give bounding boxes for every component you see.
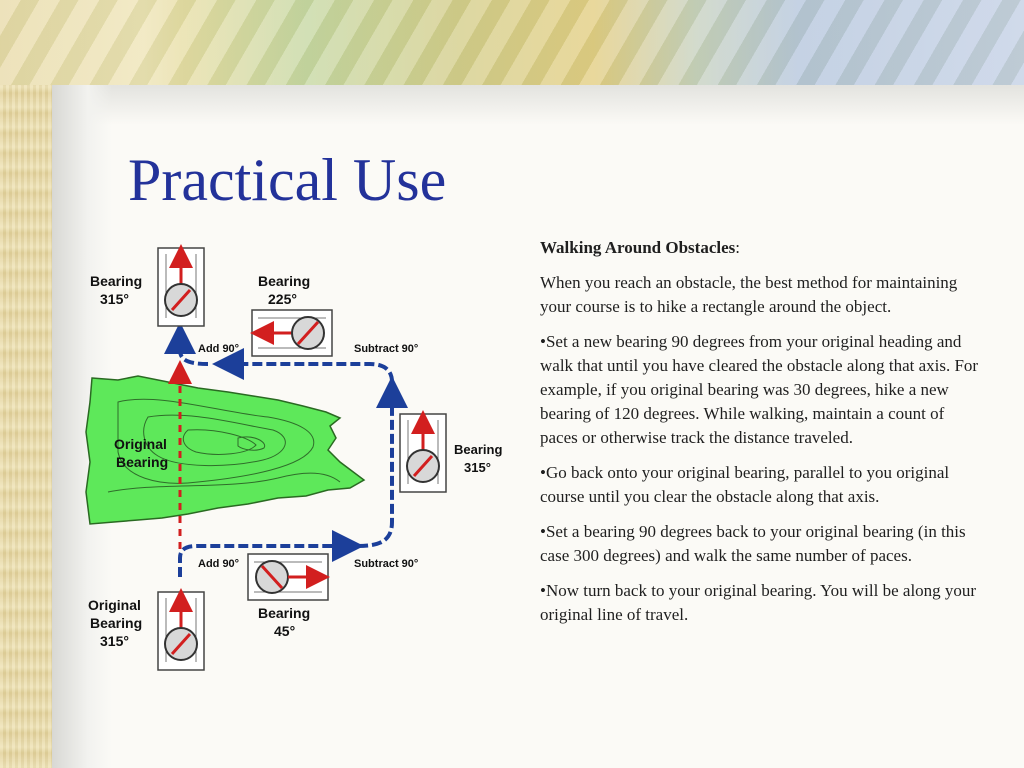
bullet-item: •Set a new bearing 90 degrees from your …	[540, 332, 979, 447]
instructions-text: Walking Around Obstacles: When you reach…	[540, 236, 985, 638]
obstacle-navigation-diagram: Bearing 315° Bearing 225° Bearing 315° B…	[85, 244, 506, 671]
label-subtract-top: Subtract 90°	[354, 343, 418, 355]
label-bearing-right: Bearing 315°	[454, 442, 506, 475]
label-add-bottom: Add 90°	[198, 558, 239, 570]
bullet-item: •Go back onto your original bearing, par…	[540, 463, 950, 506]
slide-title: Practical Use	[128, 147, 447, 213]
section-heading: Walking Around Obstacles:	[540, 238, 740, 257]
label-bearing-top-left: Bearing 315°	[90, 273, 146, 307]
compass-right	[399, 410, 447, 493]
intro-paragraph: When you reach an obstacle, the best met…	[540, 273, 958, 316]
compass-bottom-left	[157, 588, 205, 671]
bullet-item: •Set a bearing 90 degrees back to your o…	[540, 522, 966, 565]
compass-bottom-mid	[247, 553, 330, 601]
detour-path	[164, 322, 408, 577]
label-bearing-top-mid: Bearing 225°	[258, 273, 314, 307]
bullet-item: •Now turn back to your original bearing.…	[540, 581, 977, 624]
top-decorative-banner	[0, 0, 1024, 85]
label-original-bearing-map: Original Bearing	[114, 436, 171, 470]
background-texture-strip	[0, 0, 52, 768]
label-add-top: Add 90°	[198, 343, 239, 355]
compass-top-left	[157, 244, 205, 327]
label-subtract-bottom: Subtract 90°	[354, 558, 418, 570]
banner-shadow	[52, 85, 1024, 125]
label-original-bearing-bottom: Original Bearing 315°	[88, 597, 146, 649]
compass-top-mid	[250, 309, 333, 357]
label-bearing-bottom-mid: Bearing 45°	[258, 605, 314, 639]
terrain-contours	[107, 398, 341, 493]
